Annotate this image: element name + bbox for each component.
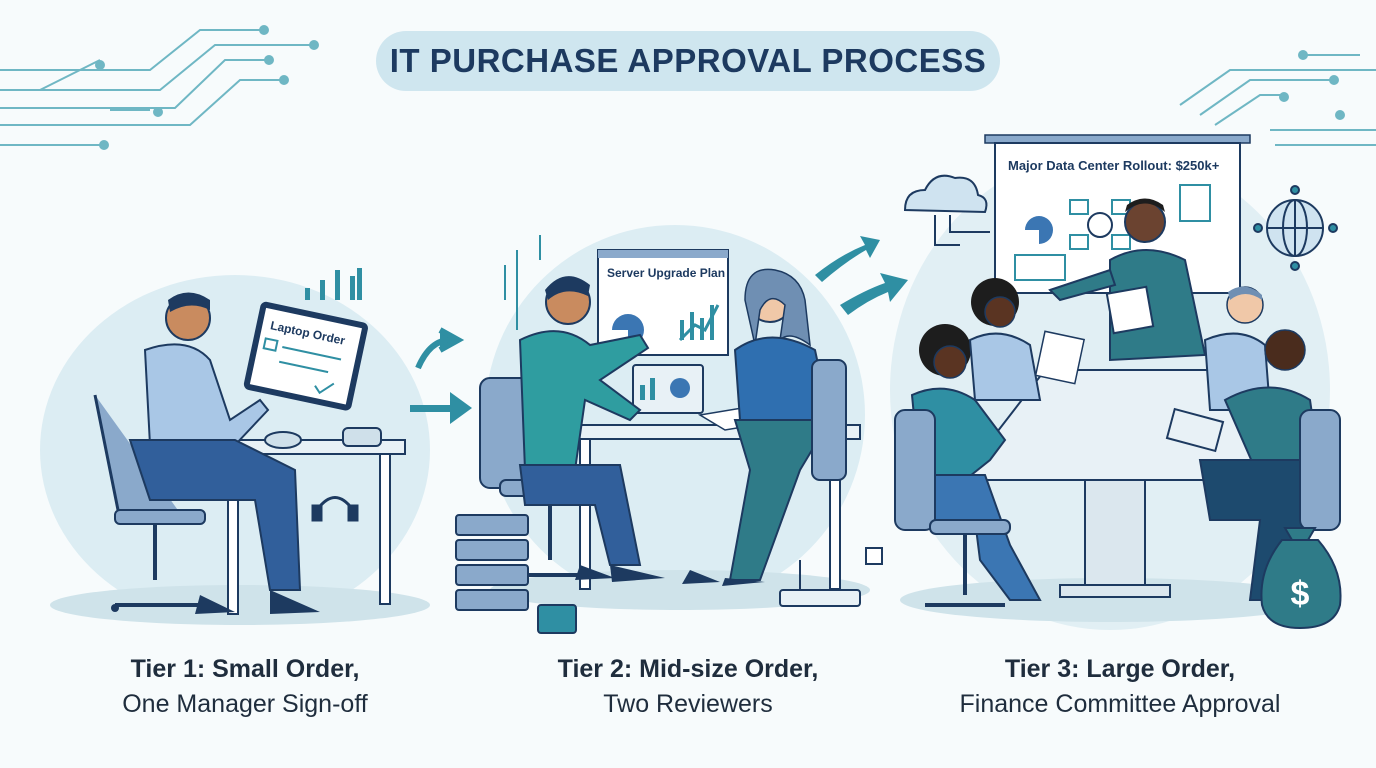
cloud-icon xyxy=(903,174,990,246)
arrow-icon-2b xyxy=(840,273,908,315)
tablet-label: Laptop Order xyxy=(269,318,347,348)
arrow-icon-1b xyxy=(410,392,472,424)
globe-network-icon xyxy=(1253,185,1338,271)
circuit-lines-left-icon xyxy=(0,25,319,150)
board-label: Server Upgrade Plan xyxy=(607,266,725,280)
tier1-caption: Tier 1: Small Order, One Manager Sign-of… xyxy=(45,652,445,722)
tier1-heading: Tier 1: Small Order, xyxy=(130,655,360,683)
server-stack-icon xyxy=(455,514,577,634)
tier3-subheading: Finance Committee Approval xyxy=(959,690,1281,718)
title-banner: IT PURCHASE APPROVAL PROCESS xyxy=(376,31,1000,91)
tier3-heading: Tier 3: Large Order, xyxy=(1004,655,1236,683)
tier2-heading: Tier 2: Mid-size Order, xyxy=(557,655,819,683)
page-title: IT PURCHASE APPROVAL PROCESS xyxy=(389,42,987,79)
money-bag-icon xyxy=(1260,527,1342,630)
tier2-subheading: Two Reviewers xyxy=(603,690,773,718)
dollar-symbol: $ xyxy=(1291,575,1310,613)
router-icon xyxy=(779,547,883,607)
circuit-lines-right-icon xyxy=(1179,50,1376,146)
tier3-caption: Tier 3: Large Order, Finance Committee A… xyxy=(920,652,1320,722)
arrow-icon-1a xyxy=(415,327,465,370)
tier1-subheading: One Manager Sign-off xyxy=(122,690,368,718)
tier2-scene xyxy=(455,235,908,634)
bar-chart-icon xyxy=(305,268,362,300)
headset-icon xyxy=(311,496,359,522)
tier1-scene xyxy=(93,268,472,615)
tier3-scene xyxy=(894,134,1342,630)
screen-label: Major Data Center Rollout: $250k+ xyxy=(1008,158,1220,173)
arrow-icon-2a xyxy=(815,236,880,282)
tier2-caption: Tier 2: Mid-size Order, Two Reviewers xyxy=(488,652,888,722)
